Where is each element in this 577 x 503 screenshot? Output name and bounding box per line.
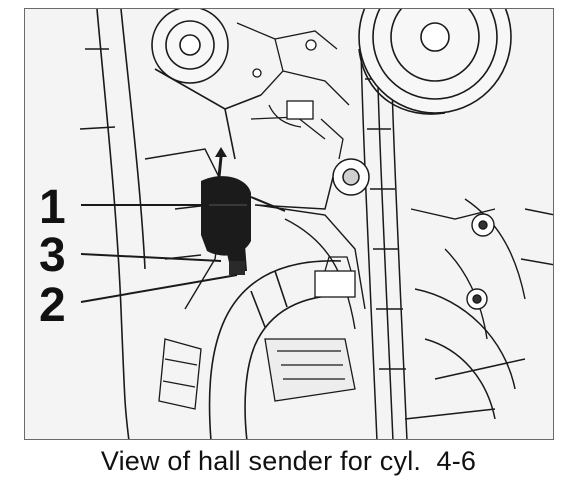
callout-2: 2	[39, 279, 66, 332]
lower-pulley	[404, 208, 553, 420]
hall-sender-sensor	[201, 147, 286, 275]
engine-illustration-frame: 1 3 2	[24, 8, 554, 440]
engine-housing-left	[79, 9, 146, 439]
idler-pulley	[151, 9, 262, 160]
sensor-bolt	[254, 158, 370, 210]
callout-1: 1	[39, 181, 66, 234]
upper-bracket	[236, 22, 350, 160]
crank-pulley	[358, 9, 512, 115]
right-bolts	[466, 213, 495, 310]
callout-leader-lines	[80, 204, 238, 303]
leader-line-3	[80, 253, 222, 262]
lower-block	[158, 256, 356, 410]
engine-illustration: 1 3 2	[25, 9, 553, 439]
callout-3: 3	[39, 229, 66, 282]
figure-caption: View of hall sender for cyl. 4-6	[100, 446, 477, 476]
leader-line-2	[80, 274, 238, 303]
